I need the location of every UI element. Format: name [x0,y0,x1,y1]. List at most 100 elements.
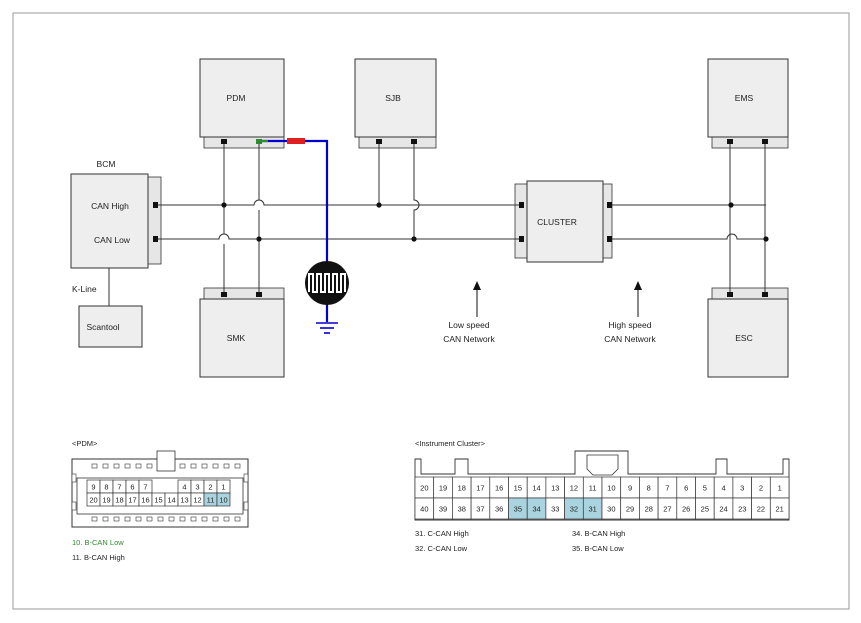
svg-text:4: 4 [182,483,186,492]
svg-text:28: 28 [645,505,653,514]
pdm-pin-cell: 7 [112,479,127,494]
svg-text:24: 24 [719,505,727,514]
cluster-pin-cell: 24 [713,497,734,520]
svg-text:30: 30 [607,505,615,514]
cluster-pin-cell: 5 [695,476,715,499]
low-speed-label-2: CAN Network [443,334,495,344]
pdm-pin-cell: 20 [86,492,101,507]
pdm-pin-cell: 2 [203,479,218,494]
svg-text:32: 32 [570,505,578,514]
cluster-pin-cell: 15 [508,476,528,499]
pdm-pin-cell: 15 [151,492,166,507]
svg-text:13: 13 [180,496,188,505]
cluster-pin-cell: 12 [564,476,584,499]
pdm-connector-bottom-ticks [91,516,241,522]
svg-text:12: 12 [193,496,201,505]
cluster-pin-cell: 32 [564,497,584,520]
svg-text:39: 39 [439,505,447,514]
cluster-pin-cell: 4 [713,476,734,499]
pdm-pin-cell: 10 [216,492,231,507]
svg-text:38: 38 [458,505,466,514]
can-high-line-left [158,199,519,206]
cluster-pin-cell: 22 [751,497,771,520]
svg-text:26: 26 [682,505,690,514]
cluster-pin-cell: 29 [620,497,640,520]
pdm-pin-cell: 6 [125,479,140,494]
can-bus-wiring [158,144,766,292]
svg-text:8: 8 [104,483,108,492]
svg-text:35: 35 [514,505,522,514]
cluster-pin-cell: 37 [470,497,491,520]
cluster-pin-cell: 6 [676,476,696,499]
svg-text:14: 14 [532,484,540,493]
svg-text:33: 33 [551,505,559,514]
svg-text:10: 10 [219,496,227,505]
cluster-label: CLUSTER [537,217,577,227]
svg-text:21: 21 [775,505,783,514]
svg-text:23: 23 [738,505,746,514]
module-ems: EMS [707,58,789,149]
pdm-pin-cell: 8 [99,479,114,494]
svg-text:7: 7 [117,483,121,492]
cluster-connector-title: <Instrument Cluster> [415,439,486,448]
svg-text:36: 36 [495,505,503,514]
module-pdm: PDM [199,58,285,149]
pdm-pin-cell: 4 [177,479,192,494]
pdm-pin-11-label: 11. B-CAN High [72,553,125,562]
cluster-pin-cell: 8 [639,476,659,499]
ground-icon [316,322,338,334]
module-scantool: Scantool [78,305,143,348]
svg-text:15: 15 [154,496,162,505]
cluster-pin-cell: 1 [769,476,790,499]
k-line: K-Line [72,268,110,306]
svg-text:9: 9 [628,484,632,493]
pdm-connector-top-ticks [71,463,249,511]
probe-wiring [259,138,329,322]
pdm-pin-cell: 13 [177,492,192,507]
svg-text:1: 1 [221,483,225,492]
pdm-connector-title: <PDM> [72,439,98,448]
svg-text:20: 20 [420,484,428,493]
cluster-pin-cell: 26 [676,497,696,520]
svg-text:18: 18 [115,496,123,505]
cluster-pin-cell: 18 [452,476,472,499]
cluster-pin-cell: 11 [582,476,603,499]
bcm-label: BCM [97,159,116,169]
module-esc: ESC [707,287,789,378]
svg-text:29: 29 [626,505,634,514]
svg-text:4: 4 [721,484,725,493]
cluster-pin-cell: 14 [526,476,547,499]
svg-text:20: 20 [89,496,97,505]
cluster-pin-34-label: 34. B-CAN High [572,529,625,538]
bcm-can-low-label: CAN Low [94,235,131,245]
svg-text:7: 7 [665,484,669,493]
svg-text:37: 37 [476,505,484,514]
oscilloscope-icon [305,261,349,305]
pdm-pin-cell: 18 [112,492,127,507]
cluster-pin-cell: 23 [732,497,752,520]
low-speed-annotation: Low speed CAN Network [443,281,495,344]
cluster-pin-32-label: 32. C-CAN Low [415,544,468,553]
svg-text:11: 11 [207,496,215,505]
cluster-pin-cell: 33 [545,497,565,520]
svg-text:17: 17 [476,484,484,493]
cluster-pin-cell: 40 [414,497,435,520]
svg-text:1: 1 [778,484,782,493]
pdm-pin-cell: 3 [190,479,205,494]
svg-text:16: 16 [141,496,149,505]
pdm-pin-cell: 11 [203,492,218,507]
cluster-pin-cell: 35 [508,497,528,520]
svg-text:2: 2 [759,484,763,493]
cluster-pin-cell: 9 [620,476,640,499]
svg-text:25: 25 [701,505,709,514]
module-sjb: SJB [354,58,437,149]
pdm-pin-cell: 14 [164,492,179,507]
pdm-pin-cell: 19 [99,492,114,507]
svg-text:2: 2 [208,483,212,492]
module-smk: SMK [199,287,285,378]
ems-label: EMS [735,93,754,103]
svg-text:16: 16 [495,484,503,493]
